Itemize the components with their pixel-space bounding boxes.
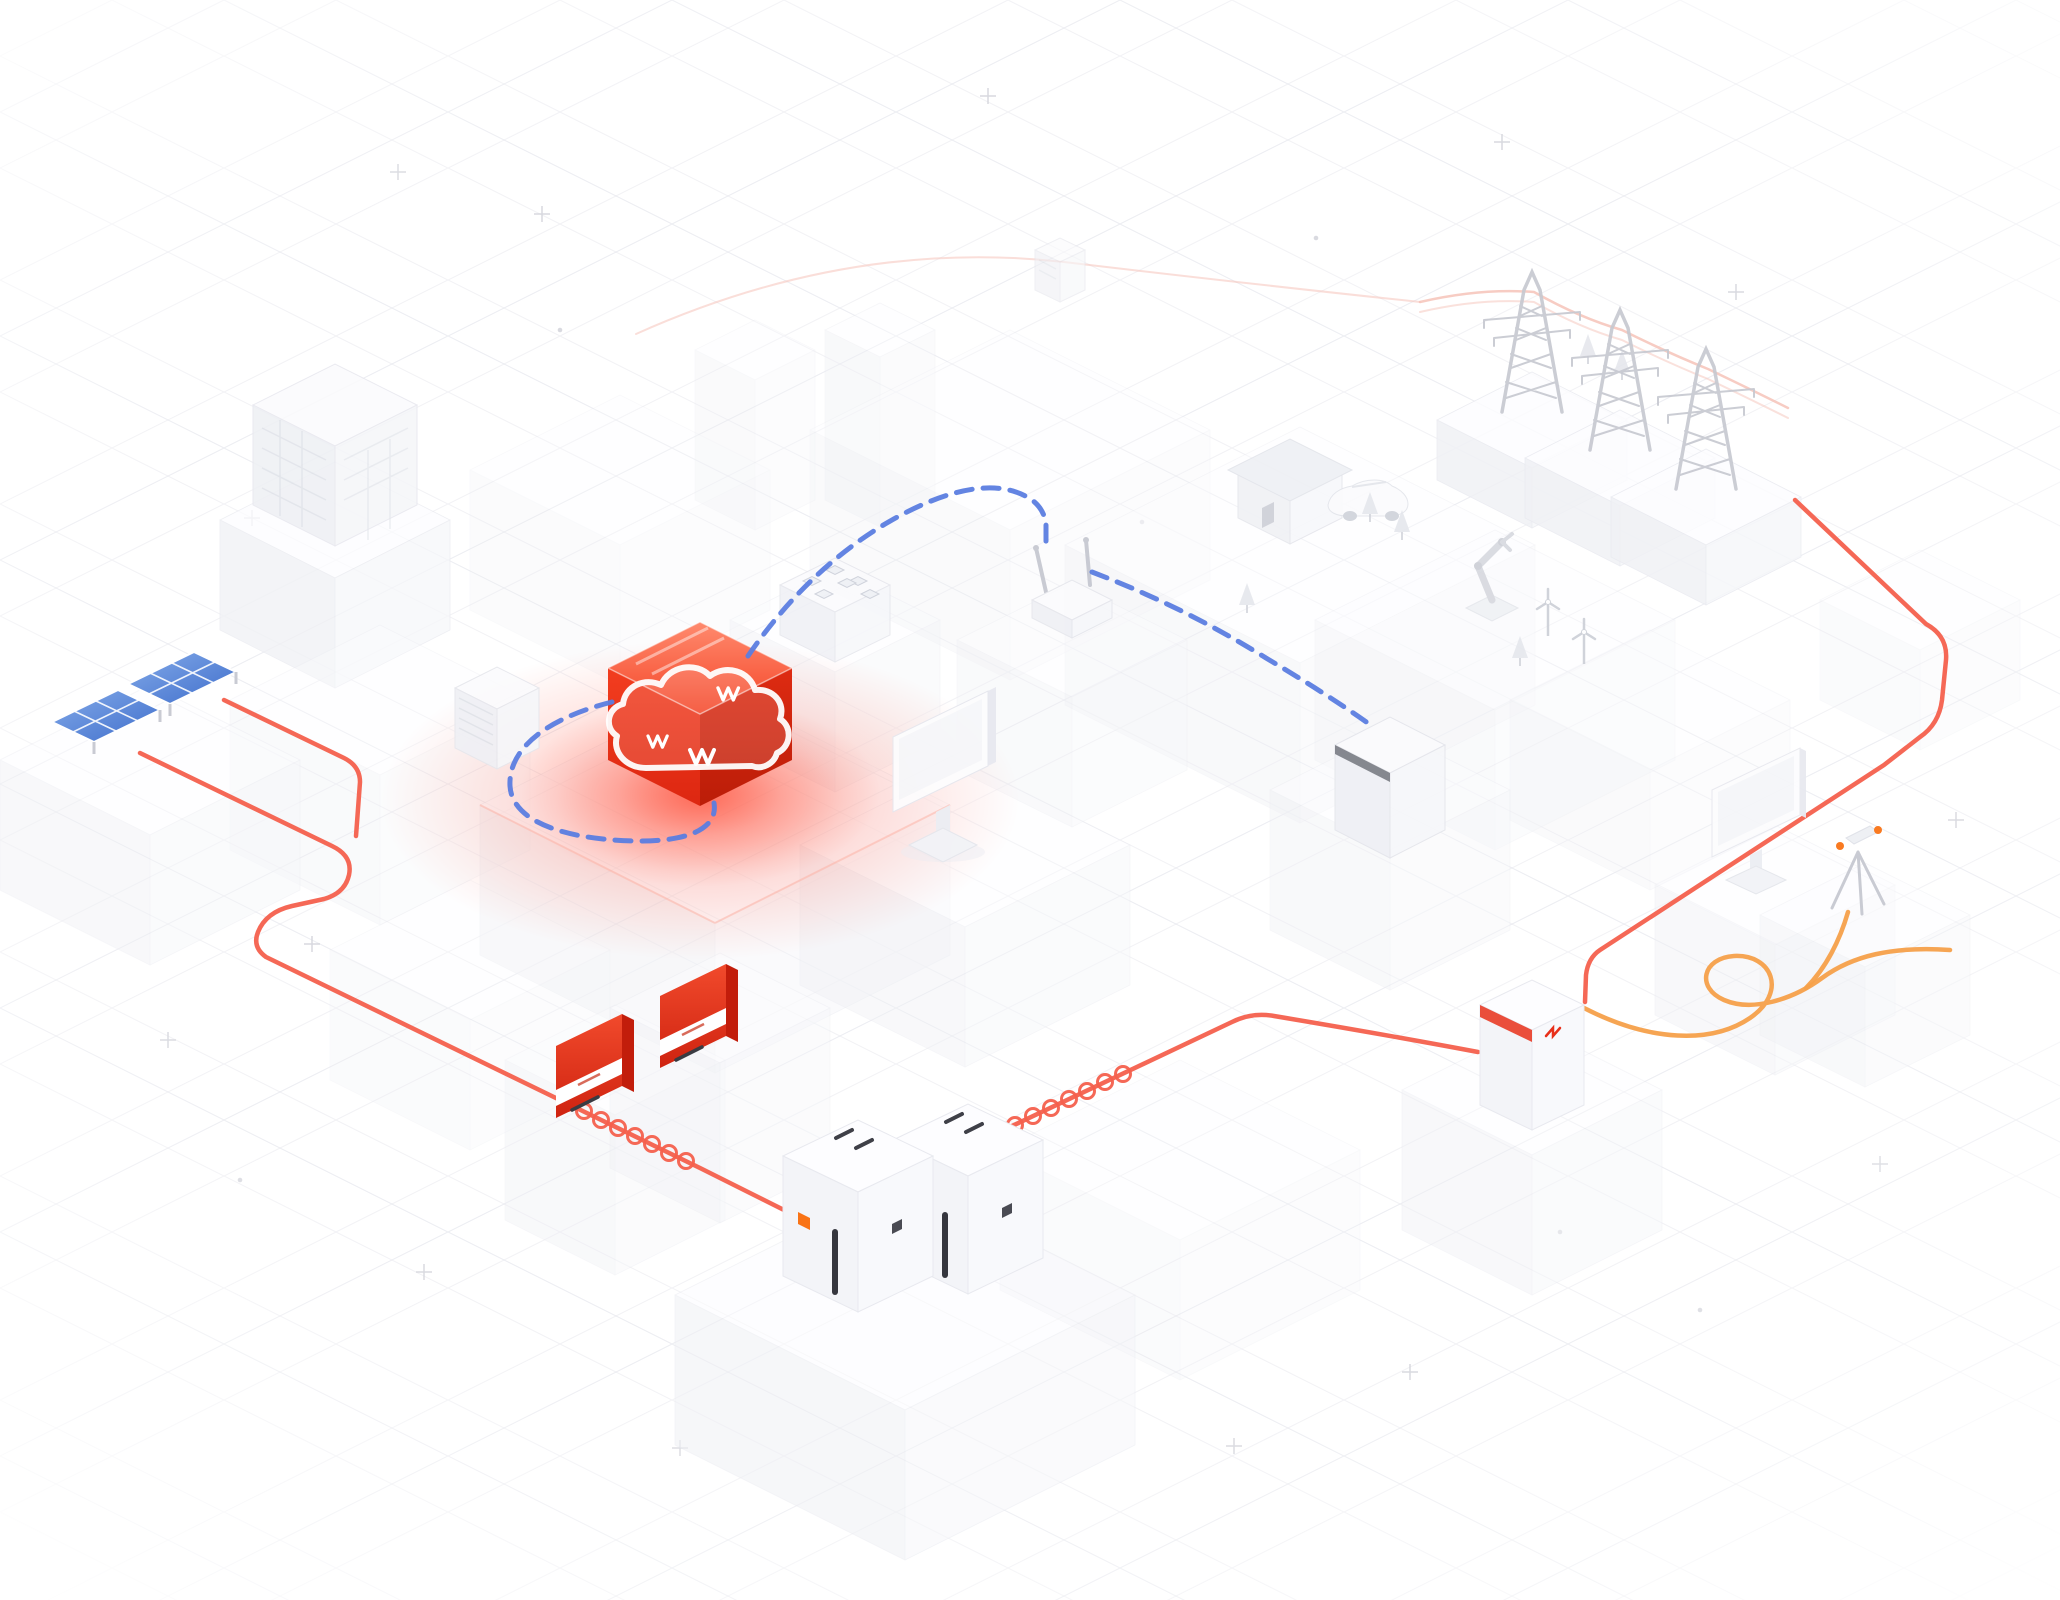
tripod-legs (1830, 850, 1886, 916)
battery-top-vents (834, 1128, 874, 1150)
pv-power-line (137, 750, 1481, 1220)
transmission-tower-1 (1483, 267, 1581, 414)
iso-block-tripod-platform (1759, 862, 1971, 1088)
wall-inverter-1 (556, 1014, 634, 1118)
pv-power-line-branch (221, 697, 363, 839)
transmission-tower-3 (1657, 344, 1755, 491)
cloud-data-link (507, 699, 717, 844)
monitor-screen (899, 699, 982, 800)
cloud-data-links (507, 485, 1375, 844)
iso-block (1819, 549, 2021, 751)
battery-port (892, 1219, 902, 1234)
tree-icon (1394, 510, 1410, 532)
tripod-orange-dot (1874, 826, 1882, 834)
iso-block-charger-platform (1401, 1024, 1663, 1296)
meter-cabinet (453, 666, 541, 770)
inverter-label-band (660, 1008, 726, 1056)
iso-block-tall-slab (824, 302, 936, 528)
survey-tripod (1830, 825, 1886, 916)
cloud-data-link (745, 485, 1049, 659)
display-screen (1718, 756, 1794, 846)
ess-battery-unit-1 (781, 1119, 935, 1313)
overhead-wire (1418, 289, 1790, 410)
charger-red-mark (1544, 1024, 1562, 1040)
rooftop-meter (1033, 237, 1087, 303)
wifi-router (1030, 537, 1114, 639)
battery-orange-logo (798, 1212, 810, 1230)
cloud-data-link (1089, 569, 1375, 729)
backup-power-lines (1581, 909, 1953, 1038)
iso-block (694, 319, 816, 531)
tree-icon (1512, 636, 1528, 658)
inverter-label-band (556, 1058, 622, 1106)
wind-turbine-1 (1535, 587, 1561, 636)
solar-array-left (49, 688, 163, 754)
router-antenna (1034, 538, 1092, 594)
battery-cabinet (1333, 716, 1447, 859)
transmission-tower-2 (1571, 305, 1669, 452)
transmission-towers (1483, 267, 1755, 491)
cable-coil-2 (1006, 1065, 1132, 1134)
iso-block-router-platform (956, 582, 1188, 828)
cloud-platform-cube (605, 621, 794, 806)
inverter-vent-slot (674, 1045, 704, 1062)
cabinet-top-strip (1335, 745, 1390, 782)
panel-stand (92, 710, 162, 754)
battery-port (1002, 1203, 1012, 1218)
robotic-arm (1464, 532, 1520, 622)
house-roof (1226, 438, 1354, 502)
iso-block-tower-platform-3 (1610, 448, 1802, 606)
car-wheel (1343, 511, 1357, 521)
house-door (1262, 502, 1274, 528)
grid-power-line (1582, 497, 1949, 1005)
wind-turbines (1535, 587, 1597, 664)
tree-icon (1239, 583, 1255, 605)
car-wheel (1385, 511, 1399, 521)
desktop-monitor (892, 687, 996, 863)
tripod-orange-dot (1836, 842, 1844, 850)
backup-power-line (1803, 909, 1851, 991)
inverter-vent-slot (570, 1095, 600, 1112)
wind-turbine-2 (1571, 617, 1597, 664)
tree-icon (1614, 350, 1630, 372)
backup-power-line (1581, 946, 1953, 1038)
panel-stand (168, 672, 238, 716)
breaker-switch-grid (801, 564, 881, 600)
tree-icon (1580, 334, 1596, 356)
iso-block (999, 1059, 1361, 1381)
battery-top-vents (944, 1112, 984, 1134)
office-building (251, 363, 419, 547)
logo-glyph-icons (646, 686, 741, 766)
tree-icon (1362, 492, 1378, 514)
power-lines-red (137, 497, 1949, 1220)
charger-red-stripe (1480, 1005, 1532, 1042)
iso-block (469, 394, 771, 686)
ev-charger (1478, 979, 1586, 1131)
breaker-panel-box (778, 557, 892, 663)
display-panel (1711, 747, 1806, 895)
wall-inverter-2 (660, 964, 738, 1068)
trees (1239, 334, 1630, 666)
solar-array-right (125, 650, 239, 716)
house (1226, 438, 1354, 545)
